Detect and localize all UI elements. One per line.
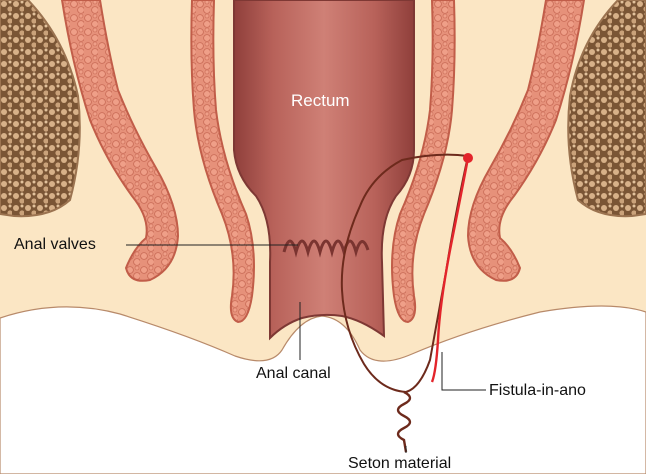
label-rectum: Rectum [291, 92, 350, 109]
label-anal-valves: Anal valves [14, 237, 96, 253]
label-anal-canal: Anal canal [256, 366, 331, 382]
label-seton-material: Seton material [348, 456, 451, 472]
label-fistula-in-ano: Fistula-in-ano [489, 383, 586, 399]
fistula-internal-opening [463, 153, 473, 163]
